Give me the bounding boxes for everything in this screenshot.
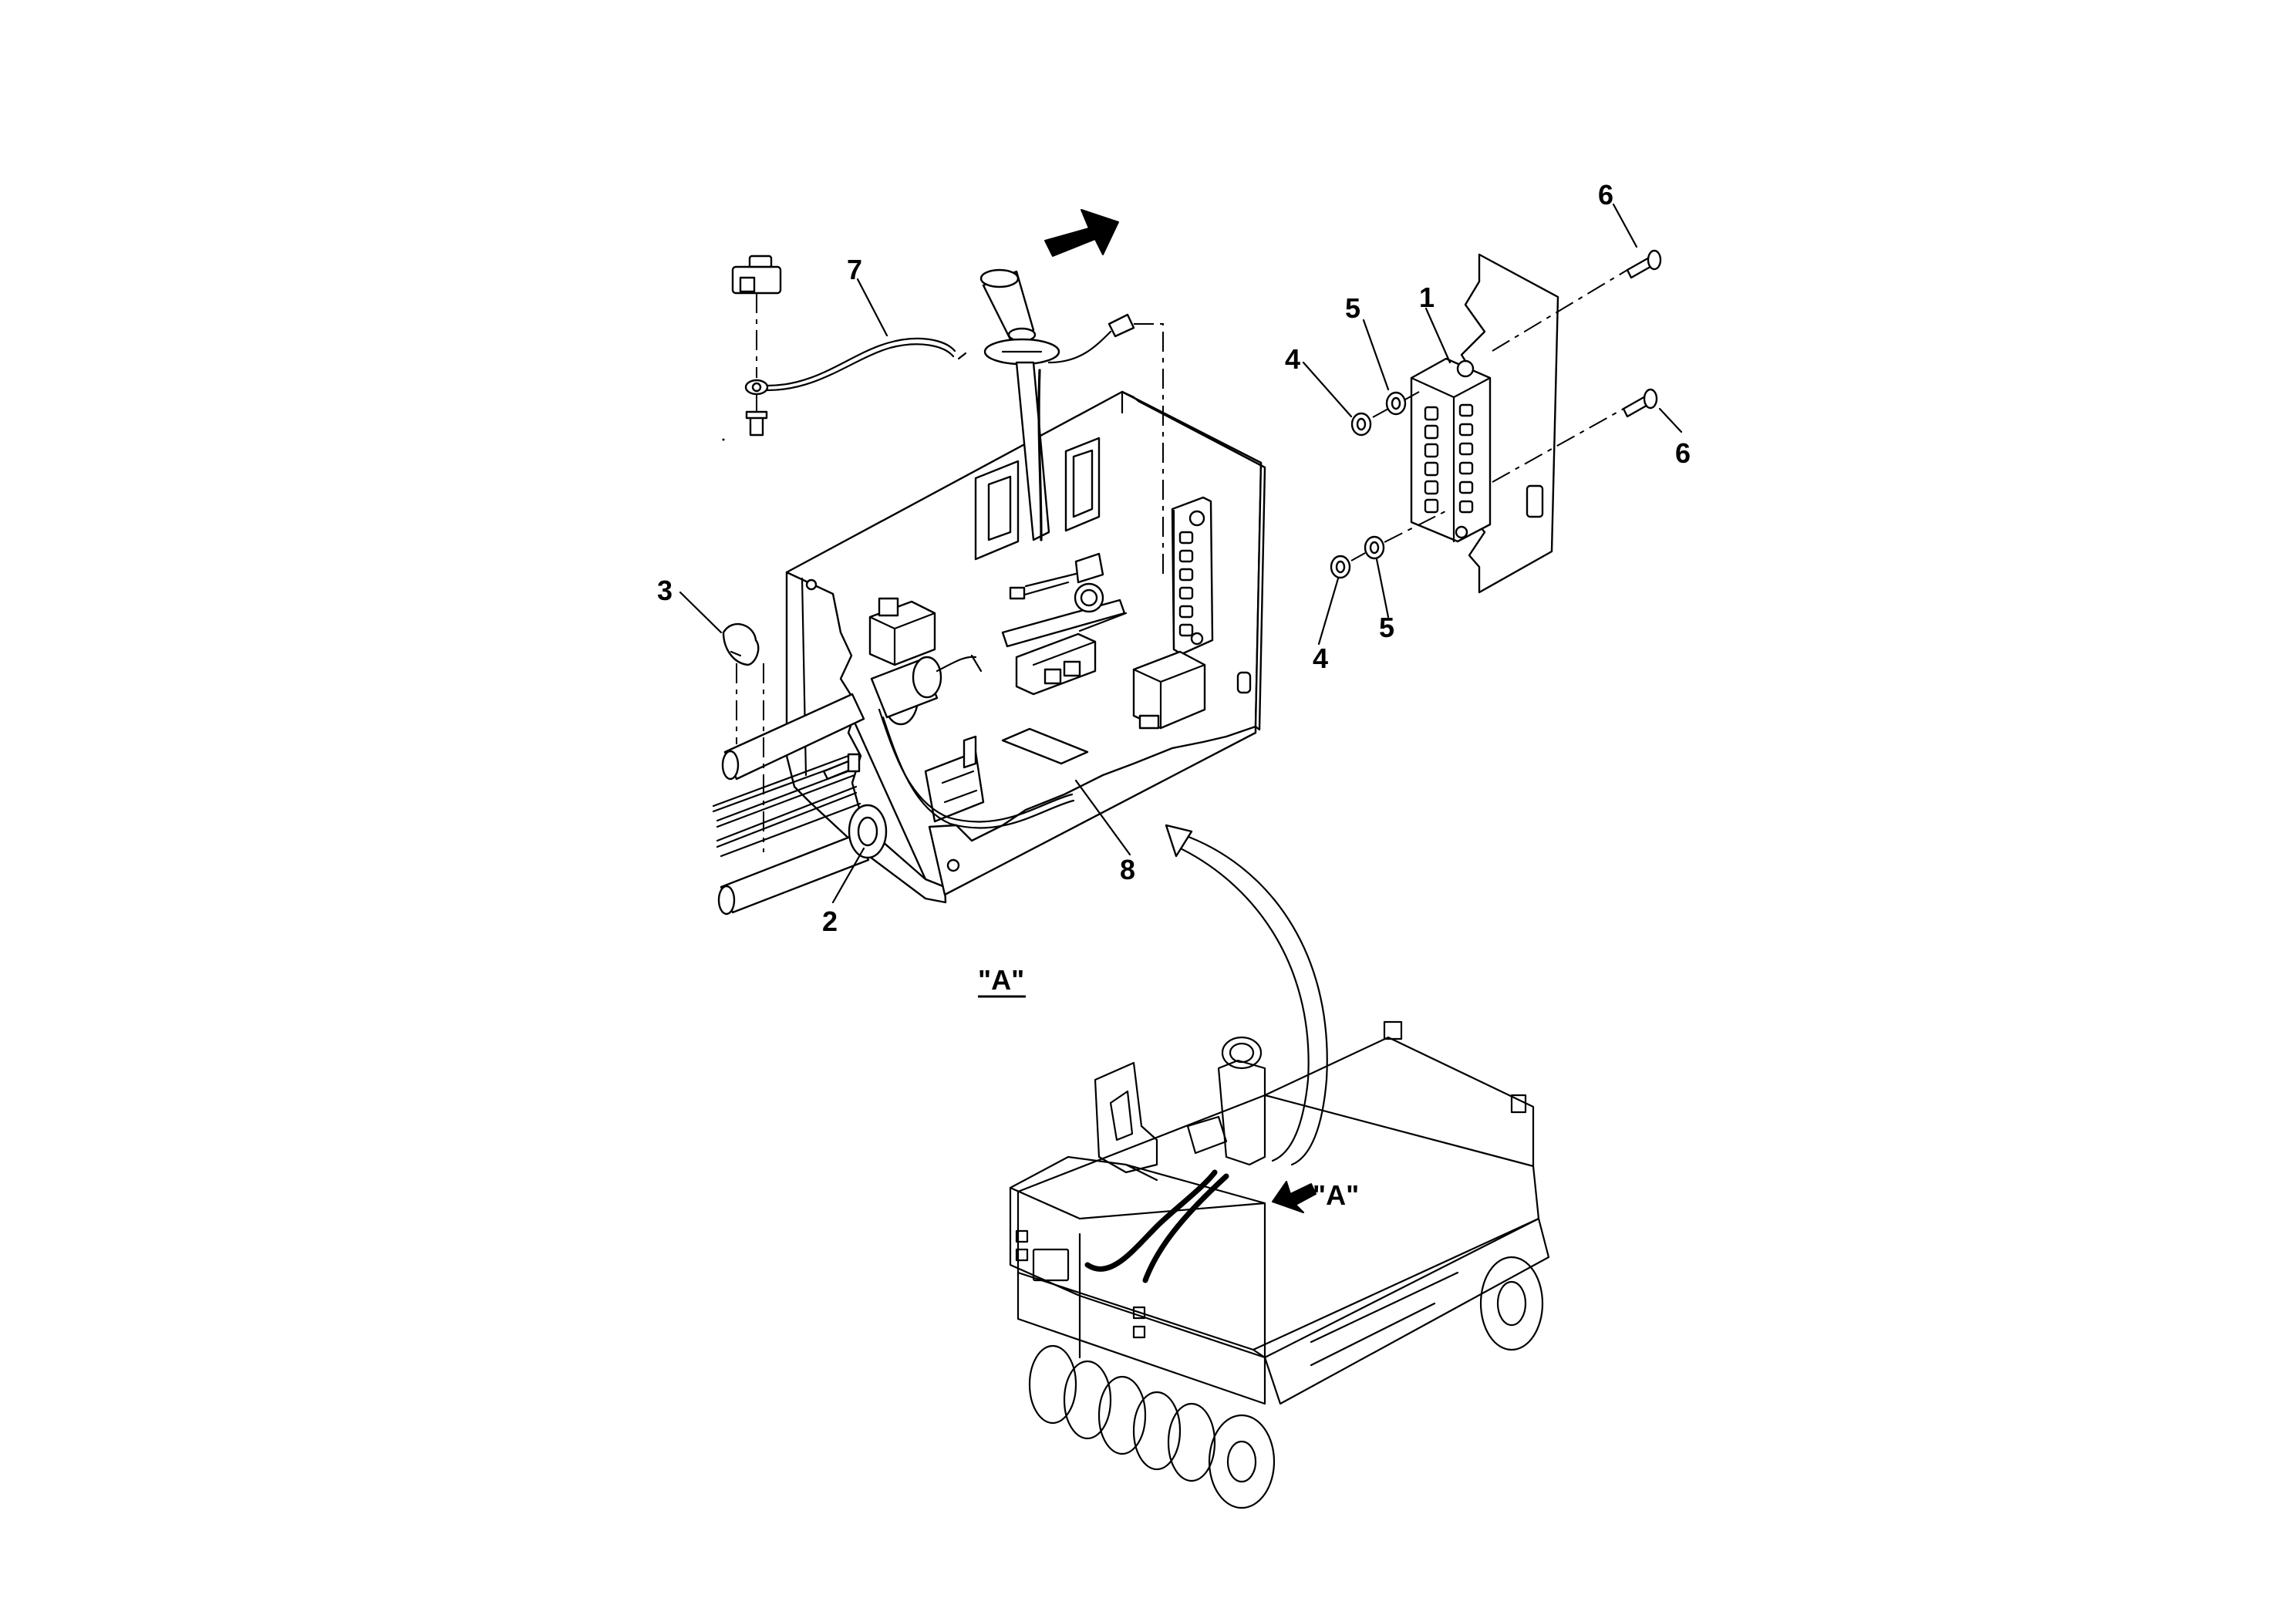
callout-7: 7 xyxy=(847,254,862,285)
view-labels: "A" "A" xyxy=(978,964,1359,1211)
control-lever xyxy=(979,268,1164,575)
callout-3: 3 xyxy=(657,575,673,606)
callout-1: 1 xyxy=(1419,282,1435,313)
cable-bundle xyxy=(712,654,1075,916)
detail-curve-arrow xyxy=(1165,824,1328,1166)
control-box xyxy=(785,390,1266,904)
callout-8: 8 xyxy=(1120,854,1135,885)
callout-6-lower: 6 xyxy=(1675,437,1691,469)
washers-lower xyxy=(1330,508,1451,579)
label-plate xyxy=(1001,727,1089,765)
leader-lines xyxy=(679,203,1683,904)
toggle-switch xyxy=(731,255,782,437)
arrow-up-left-icon xyxy=(1272,1181,1317,1213)
callout-4-lower: 4 xyxy=(1313,642,1328,674)
callout-2: 2 xyxy=(822,905,838,937)
relay xyxy=(1132,650,1206,730)
callout-6-upper: 6 xyxy=(1598,179,1613,211)
callout-4-upper: 4 xyxy=(1285,343,1300,375)
connector xyxy=(1009,552,1104,613)
callout-5-lower: 5 xyxy=(1379,612,1394,643)
washers-upper xyxy=(1350,391,1420,437)
cable-clip xyxy=(722,623,764,852)
upper-bracket xyxy=(974,437,1101,561)
terminal-strip xyxy=(1171,496,1214,656)
arrow-right-icon xyxy=(1044,209,1119,257)
lower-bracket xyxy=(924,735,985,823)
machine-cable xyxy=(1084,1169,1229,1283)
screws xyxy=(1492,249,1662,483)
callout-5-upper: 5 xyxy=(1345,292,1360,324)
callout-labels: 1 2 3 4 4 5 5 6 6 7 8 xyxy=(657,179,1691,937)
terminal-block xyxy=(1410,357,1492,543)
view-a-title: "A" xyxy=(978,964,1024,996)
stray-dot xyxy=(722,438,725,441)
view-a-marker: "A" xyxy=(1313,1179,1359,1211)
wire-lead xyxy=(766,337,967,392)
relay-left xyxy=(868,597,936,666)
roller-machine xyxy=(1009,1020,1550,1509)
